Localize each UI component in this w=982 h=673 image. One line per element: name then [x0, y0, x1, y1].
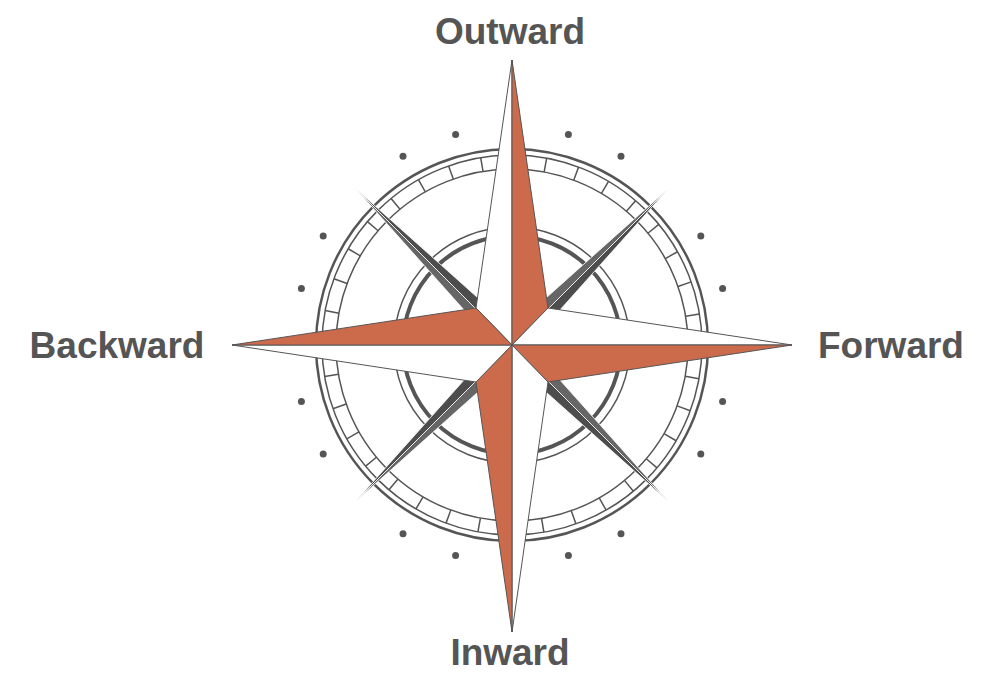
dot [565, 131, 572, 138]
direction-label: Inward [450, 634, 569, 671]
cardinal-point [476, 60, 512, 345]
cardinal-point [512, 345, 792, 382]
cardinal-point [512, 60, 548, 345]
cardinal-point [232, 308, 512, 345]
cardinal-point [232, 345, 512, 382]
cardinal-point [476, 345, 512, 632]
dot [298, 398, 305, 405]
dot [400, 153, 407, 160]
cardinal-points [232, 60, 792, 632]
dot [618, 153, 625, 160]
direction-label: Backward [30, 327, 205, 364]
dot [400, 530, 407, 537]
direction-label: Forward [818, 327, 964, 364]
dot [565, 552, 572, 559]
dot [452, 552, 459, 559]
dot [719, 398, 726, 405]
dot [452, 131, 459, 138]
direction-label: Outward [435, 13, 585, 50]
dot [320, 451, 327, 458]
dot [320, 233, 327, 240]
dot [298, 285, 305, 292]
dot [719, 285, 726, 292]
dot [697, 233, 704, 240]
dot [697, 451, 704, 458]
cardinal-point [512, 345, 548, 632]
dot [618, 530, 625, 537]
cardinal-point [512, 308, 792, 345]
